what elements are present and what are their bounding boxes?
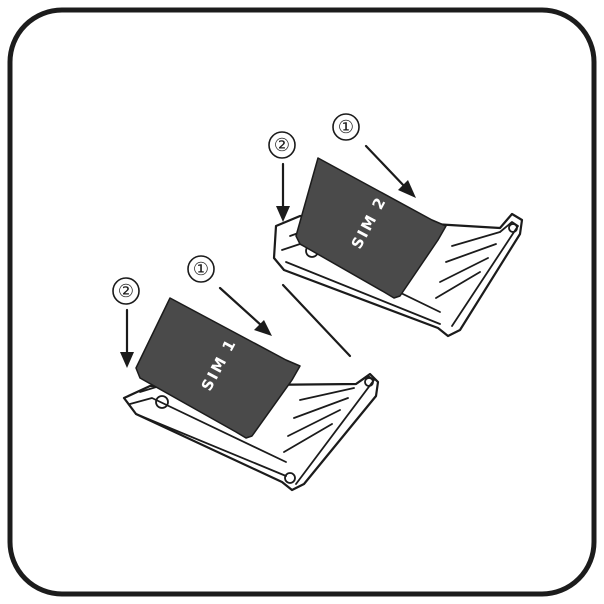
sim2-step2-label: ② (274, 135, 290, 156)
sim1-step1-arrow-line (218, 286, 264, 328)
sim2-tray-pinhole (508, 223, 518, 233)
sim1-tray-pinhole (364, 377, 374, 387)
sim1-step1-marker (187, 255, 215, 283)
sim2-step2-marker (268, 131, 296, 159)
sim1-tray-rail-2 (135, 413, 287, 477)
sim2-step1-marker (332, 113, 360, 141)
sim1-card (135, 297, 301, 439)
sim2-card (295, 157, 447, 299)
sim2-tray-handle (435, 221, 519, 327)
sim2-step1-arrow-line (364, 144, 408, 190)
sim1-step1-label: ① (193, 259, 209, 280)
sim2-step2-arrow-head (276, 206, 290, 222)
sim2-tray-rail-2 (285, 261, 441, 325)
sim1-step2-marker (112, 277, 140, 305)
sim2-tray: SIM 2 ① ② (268, 113, 524, 338)
sim1-tray-rail-1 (129, 397, 287, 463)
sim2-step1-arrow-head (398, 180, 416, 198)
sim1-tray: SIM 1 ① ② (112, 255, 380, 492)
sim1-step1-arrow-head (254, 320, 272, 336)
sim1-tray-handle (283, 375, 375, 485)
sim1-tray-notch (155, 395, 169, 409)
sim1-tray-end-hole (284, 472, 296, 484)
sim1-step2-label: ② (118, 281, 134, 302)
tray-separator-line (281, 283, 352, 358)
sim2-step1-label: ① (338, 117, 354, 138)
sim1-step2-arrow-head (120, 352, 134, 368)
rounded-frame (7, 7, 597, 597)
